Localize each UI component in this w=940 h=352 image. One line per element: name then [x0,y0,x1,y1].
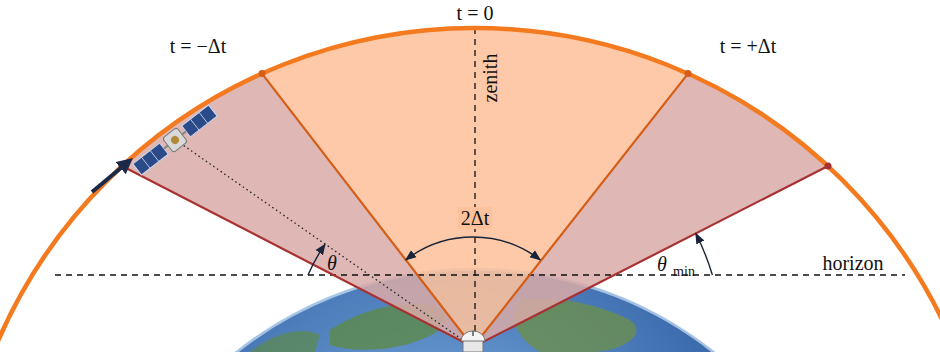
orbit-dot [825,163,832,170]
axis-label: horizon [822,252,883,274]
edge-line [262,74,473,347]
edge-line [122,166,473,347]
orbit-dot [685,70,692,77]
time-label: t = +Δt [720,35,777,57]
angle-label: 2Δt [458,207,492,229]
visibility-wedge [122,74,473,347]
angle-subscript: min [673,264,695,279]
angle-arc [696,234,713,276]
angle-arc [308,244,325,275]
angle-label: θ [657,253,667,275]
angle-arc [406,237,540,260]
line-of-sight [180,143,470,345]
ground-station-icon [461,331,485,352]
visibility-wedge [473,74,828,347]
edge-line [473,74,688,347]
time-label: t = −Δt [170,35,227,57]
time-label: t = 0 [457,2,494,24]
axis-label: zenith [479,54,501,103]
velocity-arrow [92,162,128,192]
orbit-dot [259,70,266,77]
angle-label: θ [327,252,337,274]
zenith-line [474,28,475,345]
horizon-line [55,274,905,275]
edge-line [473,166,828,347]
satellite-icon [132,103,219,176]
orbit-arc [0,28,940,352]
